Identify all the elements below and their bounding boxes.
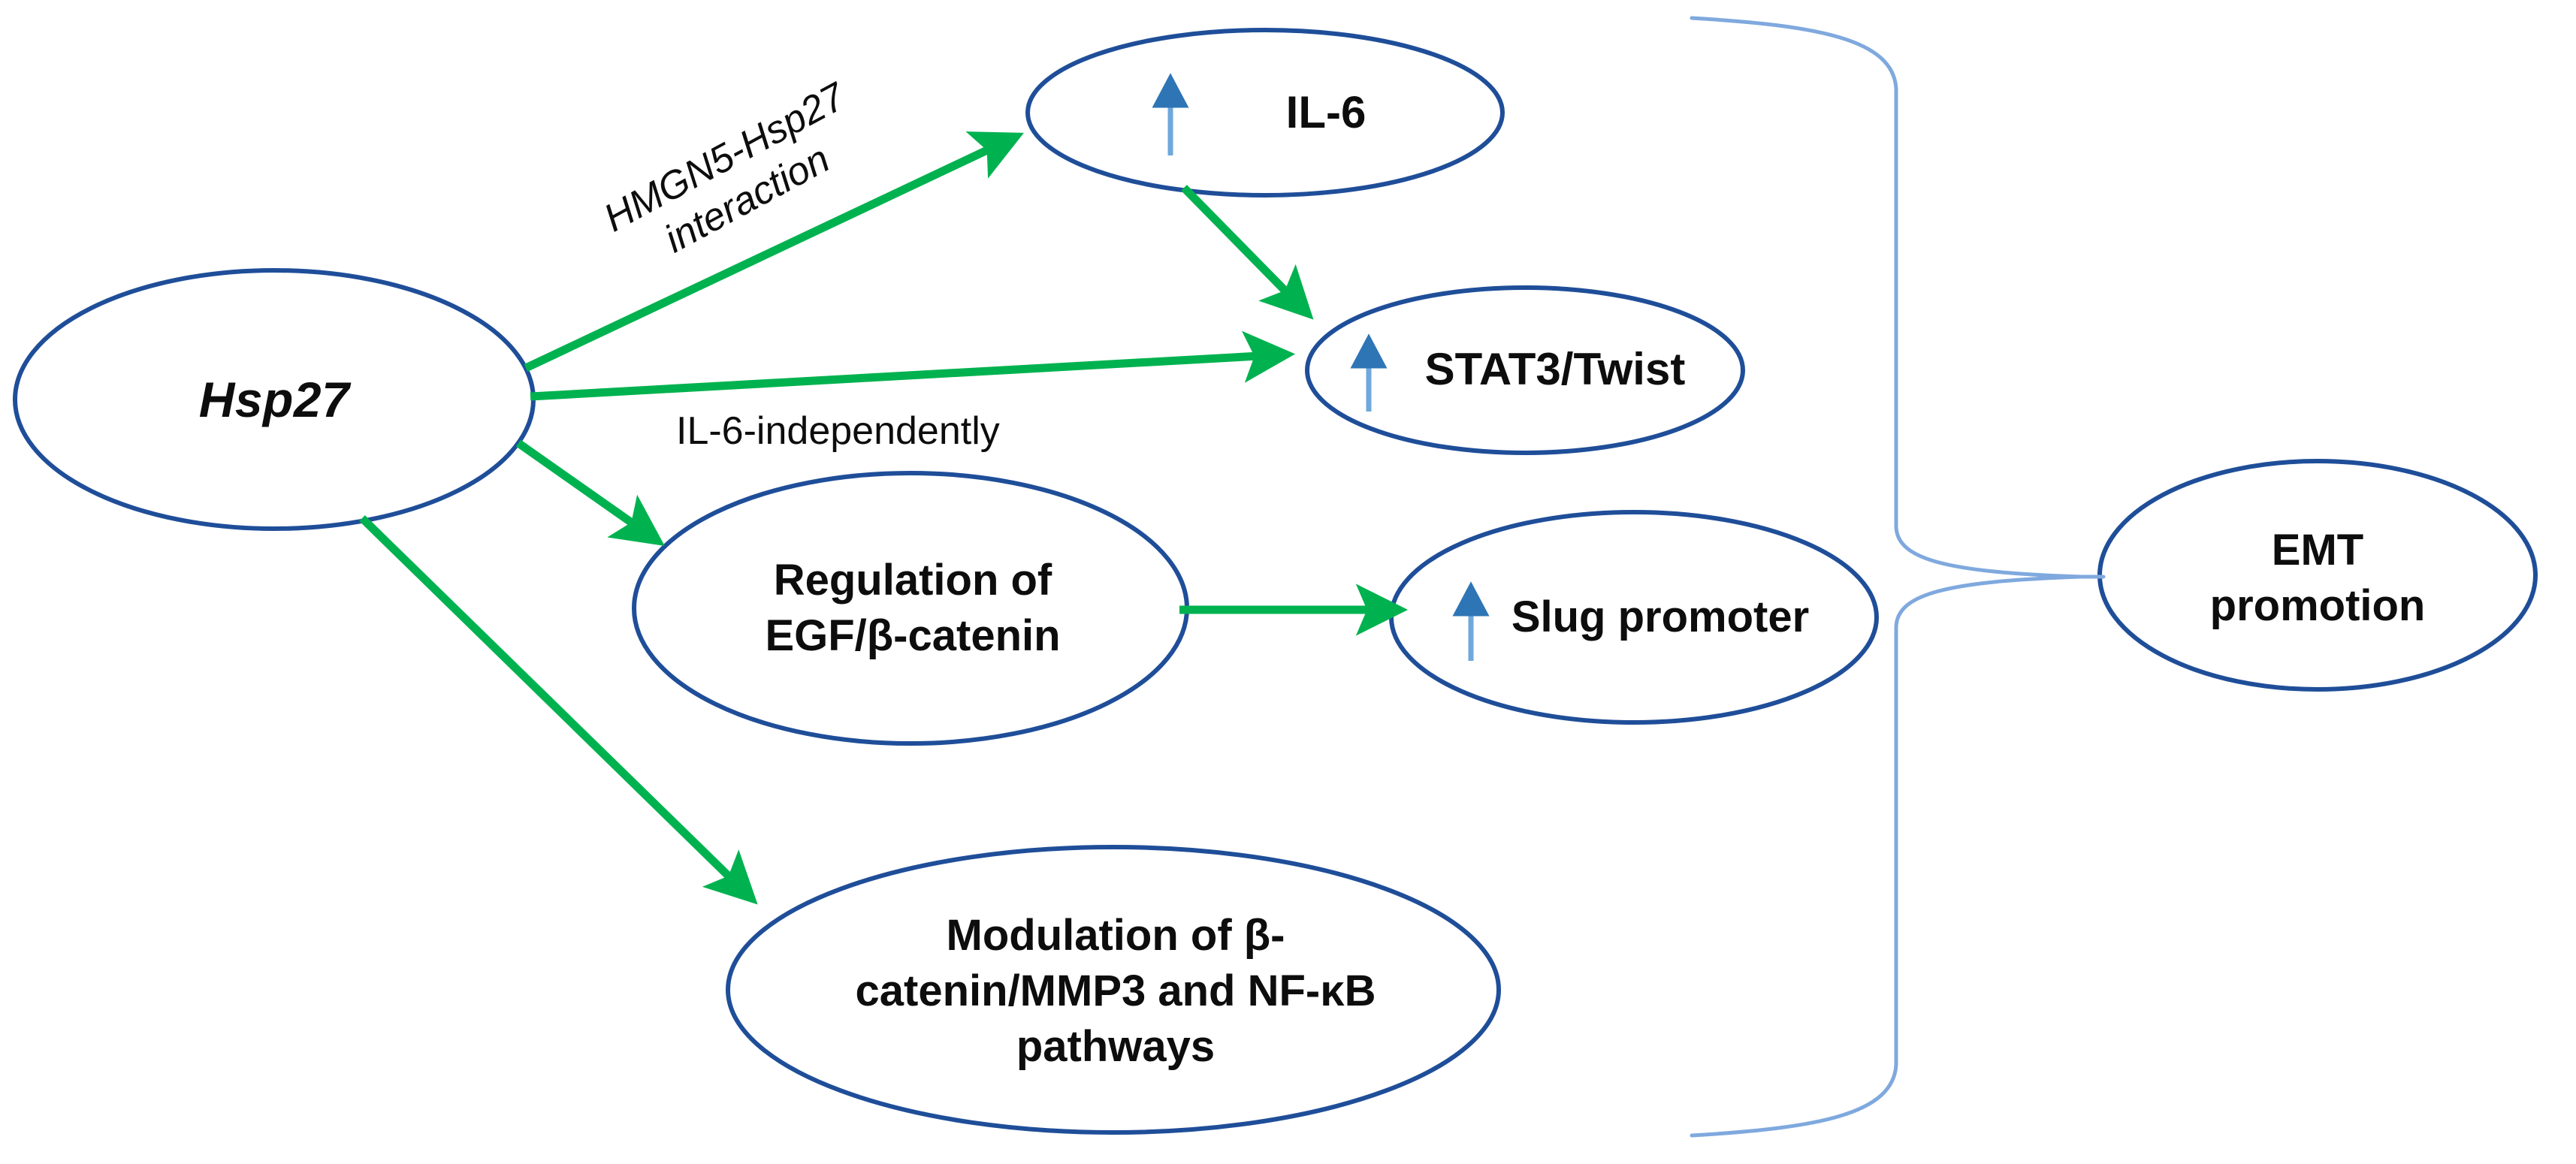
arrow-hsp27-to-modulation	[359, 515, 758, 905]
node-slug-promoter[interactable]	[1389, 510, 1879, 725]
edge-label-il6-independently: IL-6-independently	[676, 409, 1000, 453]
node-regulation-egf-beta-catenin[interactable]	[632, 471, 1189, 746]
arrow-il6-to-stat3	[1181, 185, 1314, 320]
node-ellipses	[13, 28, 2538, 1135]
arrow-hsp27-to-il6	[524, 131, 1024, 372]
arrow-hsp27-to-stat3	[530, 330, 1296, 401]
node-hsp27[interactable]	[13, 268, 536, 531]
node-modulation-pathways[interactable]	[726, 845, 1501, 1135]
pathway-arrows	[359, 131, 1409, 905]
arrow-hsp27-to-regulation	[515, 439, 665, 546]
upregulation-arrows	[1152, 73, 1490, 661]
node-il6[interactable]	[1025, 28, 1505, 198]
node-stat3-twist[interactable]	[1305, 285, 1745, 455]
grouping-brace	[1690, 16, 2106, 1138]
node-emt-promotion[interactable]	[2097, 459, 2538, 692]
